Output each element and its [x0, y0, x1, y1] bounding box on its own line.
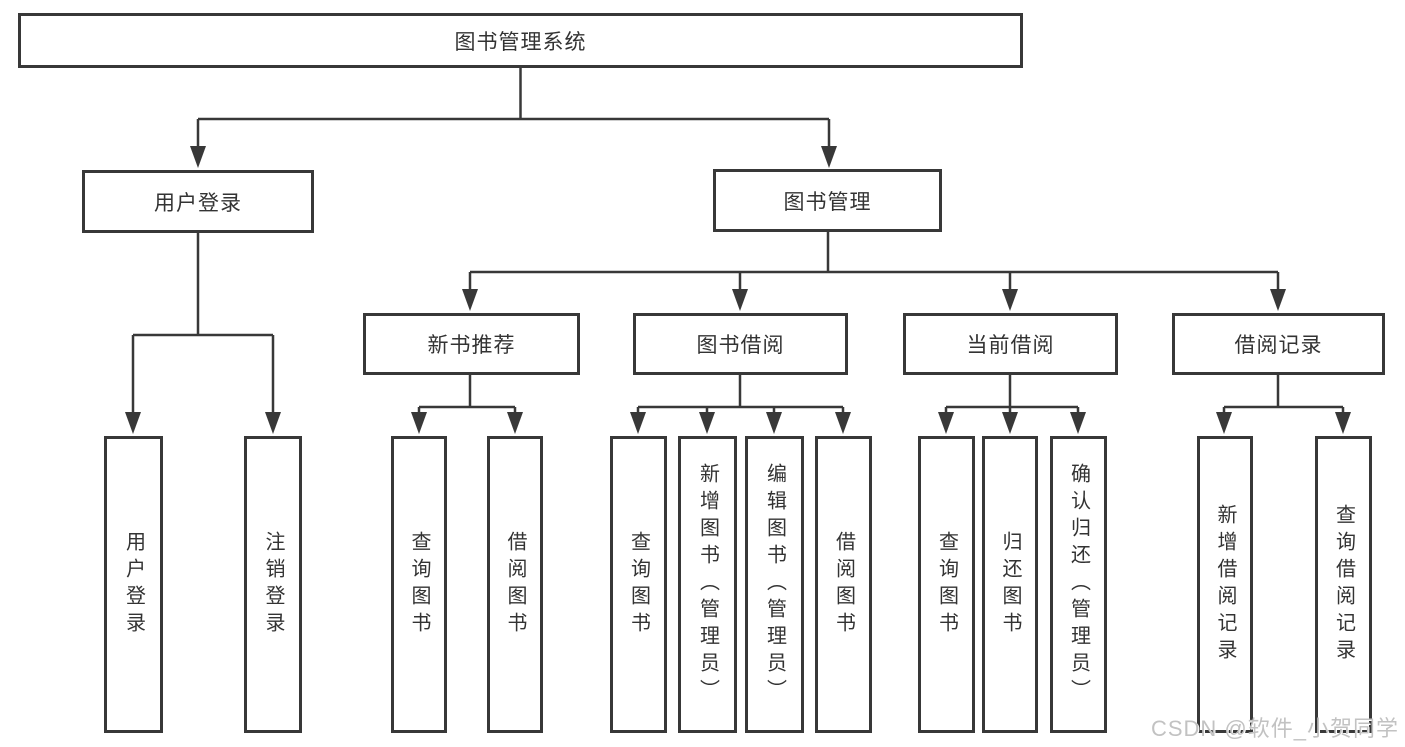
node-root-label: 图书管理系统	[454, 30, 587, 54]
node-book-management-branch: 图书管理	[713, 169, 942, 232]
node-label: 用户登录	[154, 191, 242, 215]
node-label: 图书管理	[783, 190, 872, 214]
leaf-label: 用户登录	[122, 530, 145, 639]
node-label: 当前借阅	[966, 334, 1055, 357]
leaf-label: 归还图书	[999, 530, 1021, 639]
node-label: 新书推荐	[427, 334, 516, 357]
leaf-label: 确认归还（管理员）	[1067, 463, 1090, 706]
leaf-return-books: 归还图书	[982, 436, 1038, 733]
leaf-label: 查询图书	[408, 530, 430, 639]
leaf-borrow-books-recommend: 借阅图书	[487, 436, 543, 733]
node-book-borrow: 图书借阅	[633, 313, 848, 375]
leaf-confirm-return-admin: 确认归还（管理员）	[1050, 436, 1107, 733]
leaf-label: 查询图书	[935, 530, 958, 639]
leaf-query-books-borrow: 查询图书	[610, 436, 667, 733]
leaf-label: 借阅图书	[504, 530, 526, 639]
node-user-login-branch: 用户登录	[82, 170, 314, 233]
leaf-logout-login: 注销登录	[244, 436, 302, 733]
leaf-label: 借阅图书	[832, 530, 855, 639]
leaf-user-login: 用户登录	[104, 436, 163, 733]
leaf-add-borrow-record: 新增借阅记录	[1197, 436, 1253, 733]
leaf-label: 编辑图书（管理员）	[763, 463, 786, 706]
leaf-edit-books-admin: 编辑图书（管理员）	[745, 436, 804, 733]
csdn-watermark: CSDN @软件_小贺同学	[1150, 716, 1399, 741]
leaf-label: 新增借阅记录	[1214, 503, 1236, 666]
arrowheads	[125, 146, 1351, 434]
node-new-book-recommend: 新书推荐	[363, 313, 580, 375]
node-root-system: 图书管理系统	[18, 13, 1023, 68]
leaf-query-books-recommend: 查询图书	[391, 436, 447, 733]
leaf-label: 新增图书（管理员）	[696, 463, 719, 706]
leaf-query-books-current: 查询图书	[918, 436, 975, 733]
node-borrow-records: 借阅记录	[1172, 313, 1385, 375]
connector-paths	[131, 67, 1345, 420]
node-label: 图书借阅	[696, 334, 785, 357]
leaf-add-books-admin: 新增图书（管理员）	[678, 436, 737, 733]
leaf-label: 注销登录	[262, 530, 284, 639]
leaf-borrow-books: 借阅图书	[815, 436, 872, 733]
node-label: 借阅记录	[1234, 334, 1323, 357]
leaf-query-borrow-record: 查询借阅记录	[1315, 436, 1372, 733]
node-current-borrow: 当前借阅	[903, 313, 1118, 375]
leaf-label: 查询借阅记录	[1332, 503, 1355, 666]
leaf-label: 查询图书	[627, 530, 650, 639]
